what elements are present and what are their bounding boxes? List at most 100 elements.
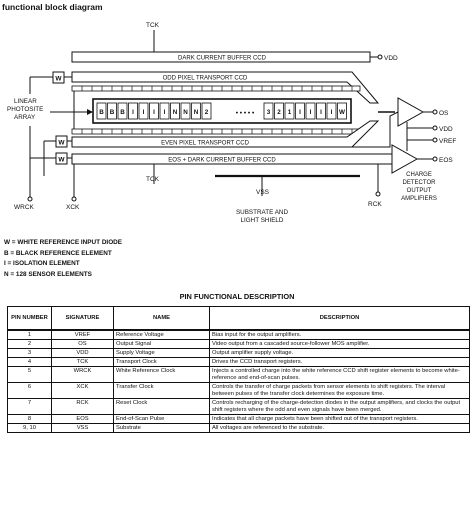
cell-name: Reference Voltage [113, 329, 210, 340]
photosite-cell-left-5 [149, 102, 159, 120]
cell-signature: WRCK [51, 366, 114, 383]
pin-circle-wrck [27, 196, 33, 202]
photosite-cell-label-right-3: I [299, 109, 301, 116]
photosite-cell-right-4 [305, 102, 316, 120]
photosite-cell-left-2 [117, 102, 128, 120]
cell-signature: VREF [51, 329, 114, 340]
cell-name: Substrate [113, 423, 210, 433]
photosite-cell-right-0 [263, 102, 274, 120]
photosite-cell-label-left-4: I [143, 109, 145, 116]
element-legend: W = WHITE REFERENCE INPUT DIODE B = BLAC… [4, 238, 122, 280]
photosite-cell-label-right-4: I [310, 109, 312, 116]
cell-name: End-of-Scan Pulse [113, 414, 210, 424]
register-even [71, 120, 380, 148]
pin-label-tck-top: TCK [146, 22, 160, 29]
cell-signature: EOS [51, 414, 114, 424]
pin-label-vdd: VDD [439, 126, 453, 133]
photosite-cell-label-right-5: I [320, 109, 322, 116]
amp-label-line-4: AMPLIFIERS [401, 196, 437, 202]
header-pin-number: PIN NUMBER [7, 306, 52, 331]
photosite-cell-left-10 [201, 102, 212, 120]
transfer-gate-even [71, 128, 361, 135]
cell-pin: 5 [7, 366, 52, 383]
cell-pin: 7 [7, 398, 52, 415]
cell-signature: XCK [51, 382, 114, 399]
cell-pin: 3 [7, 348, 52, 358]
white-ref-box-2-label: W [58, 140, 65, 147]
pin-label-eos: EOS [439, 157, 453, 164]
photosite-cell-label-right-2: 1 [288, 109, 292, 116]
cell-pin: 2 [7, 339, 52, 349]
photosite-cell-left-9 [191, 102, 201, 120]
photosite-cell-right-6 [326, 102, 337, 120]
pin-circle-eos [432, 156, 438, 162]
cell-name: White Reference Clock [113, 366, 210, 383]
legend-item-w: W = WHITE REFERENCE INPUT DIODE [4, 239, 123, 246]
photosite-cell-right-1 [274, 102, 284, 120]
substrate-label-line-2: LIGHT SHIELD [241, 217, 284, 224]
photosite-cell-right-7 [337, 102, 347, 120]
photosite-cell-left-8 [180, 102, 191, 120]
photosite-cell-right-2 [284, 102, 295, 120]
transfer-gate-even-ticks [81, 129, 353, 134]
transfer-gate-odd-ticks [81, 86, 353, 91]
header-signature: SIGNATURE [51, 306, 114, 331]
cell-description: Injects a controlled charge into the whi… [209, 366, 470, 383]
cell-name: Supply Voltage [113, 348, 210, 358]
register-odd [71, 71, 380, 104]
register-label-even: EVEN PIXEL TRANSPORT CCD [161, 141, 249, 147]
photosite-cell-left-7 [170, 102, 180, 120]
pin-table-title: PIN FUNCTIONAL DESCRIPTION [179, 292, 295, 301]
cell-signature: VDD [51, 348, 114, 358]
register-label-odd: ODD PIXEL TRANSPORT CCD [163, 76, 248, 82]
photosite-cell-label-right-6: I [331, 109, 333, 116]
header-name: NAME [113, 306, 210, 331]
photosite-cell-label-left-7: N [173, 109, 178, 116]
photosite-cell-right-5 [316, 102, 326, 120]
photosite-cell-left-6 [159, 102, 170, 120]
array-label-line-1: LINEAR [14, 98, 37, 105]
photosite-cell-label-left-1: B [110, 109, 115, 116]
cell-signature: OS [51, 339, 114, 349]
array-label-line-2: PHOTOSITE [7, 106, 43, 113]
photosite-cell-label-right-7: W [339, 109, 345, 116]
legend-item-b: B = BLACK REFERENCE ELEMENT [4, 249, 112, 257]
pin-label-os: OS [439, 110, 449, 117]
photosite-cell-label-left-2: B [120, 109, 125, 116]
pin-label-rck: RCK [368, 201, 382, 208]
substrate-label-line-1: SUBSTRATE AND [236, 209, 288, 216]
cell-description: Video output from a cascaded source-foll… [209, 339, 470, 349]
cell-name: Reset Clock [113, 398, 210, 415]
cell-name: Output Signal [113, 339, 210, 349]
cell-name: Transfer Clock [113, 382, 210, 399]
output-amplifier-os [397, 97, 425, 127]
pin-label-vref: VREF [439, 138, 456, 145]
cell-description: Bias input for the output amplifiers. [209, 329, 470, 340]
photosite-cell-right-3 [295, 102, 305, 120]
cell-signature: RCK [51, 398, 114, 415]
cell-description: Controls the transfer of charge packets … [209, 382, 470, 399]
header-description: DESCRIPTION [209, 306, 470, 331]
merge-lower-feed [352, 111, 399, 148]
register-label-dark-top: DARK CURRENT BUFFER CCD [178, 56, 267, 62]
pin-circle-rck [375, 191, 381, 197]
cell-signature: TCK [51, 357, 114, 367]
amp-label-line-1: CHARGE [406, 172, 432, 178]
photosite-cell-left-3 [128, 102, 138, 120]
diagram-title: functional block diagram [2, 2, 103, 12]
photosite-cell-label-left-0: B [99, 109, 104, 116]
photosite-cell-label-right-0: 3 [267, 109, 271, 116]
pin-circle-vdd-top [377, 54, 383, 60]
output-amplifier-eos [391, 144, 419, 174]
